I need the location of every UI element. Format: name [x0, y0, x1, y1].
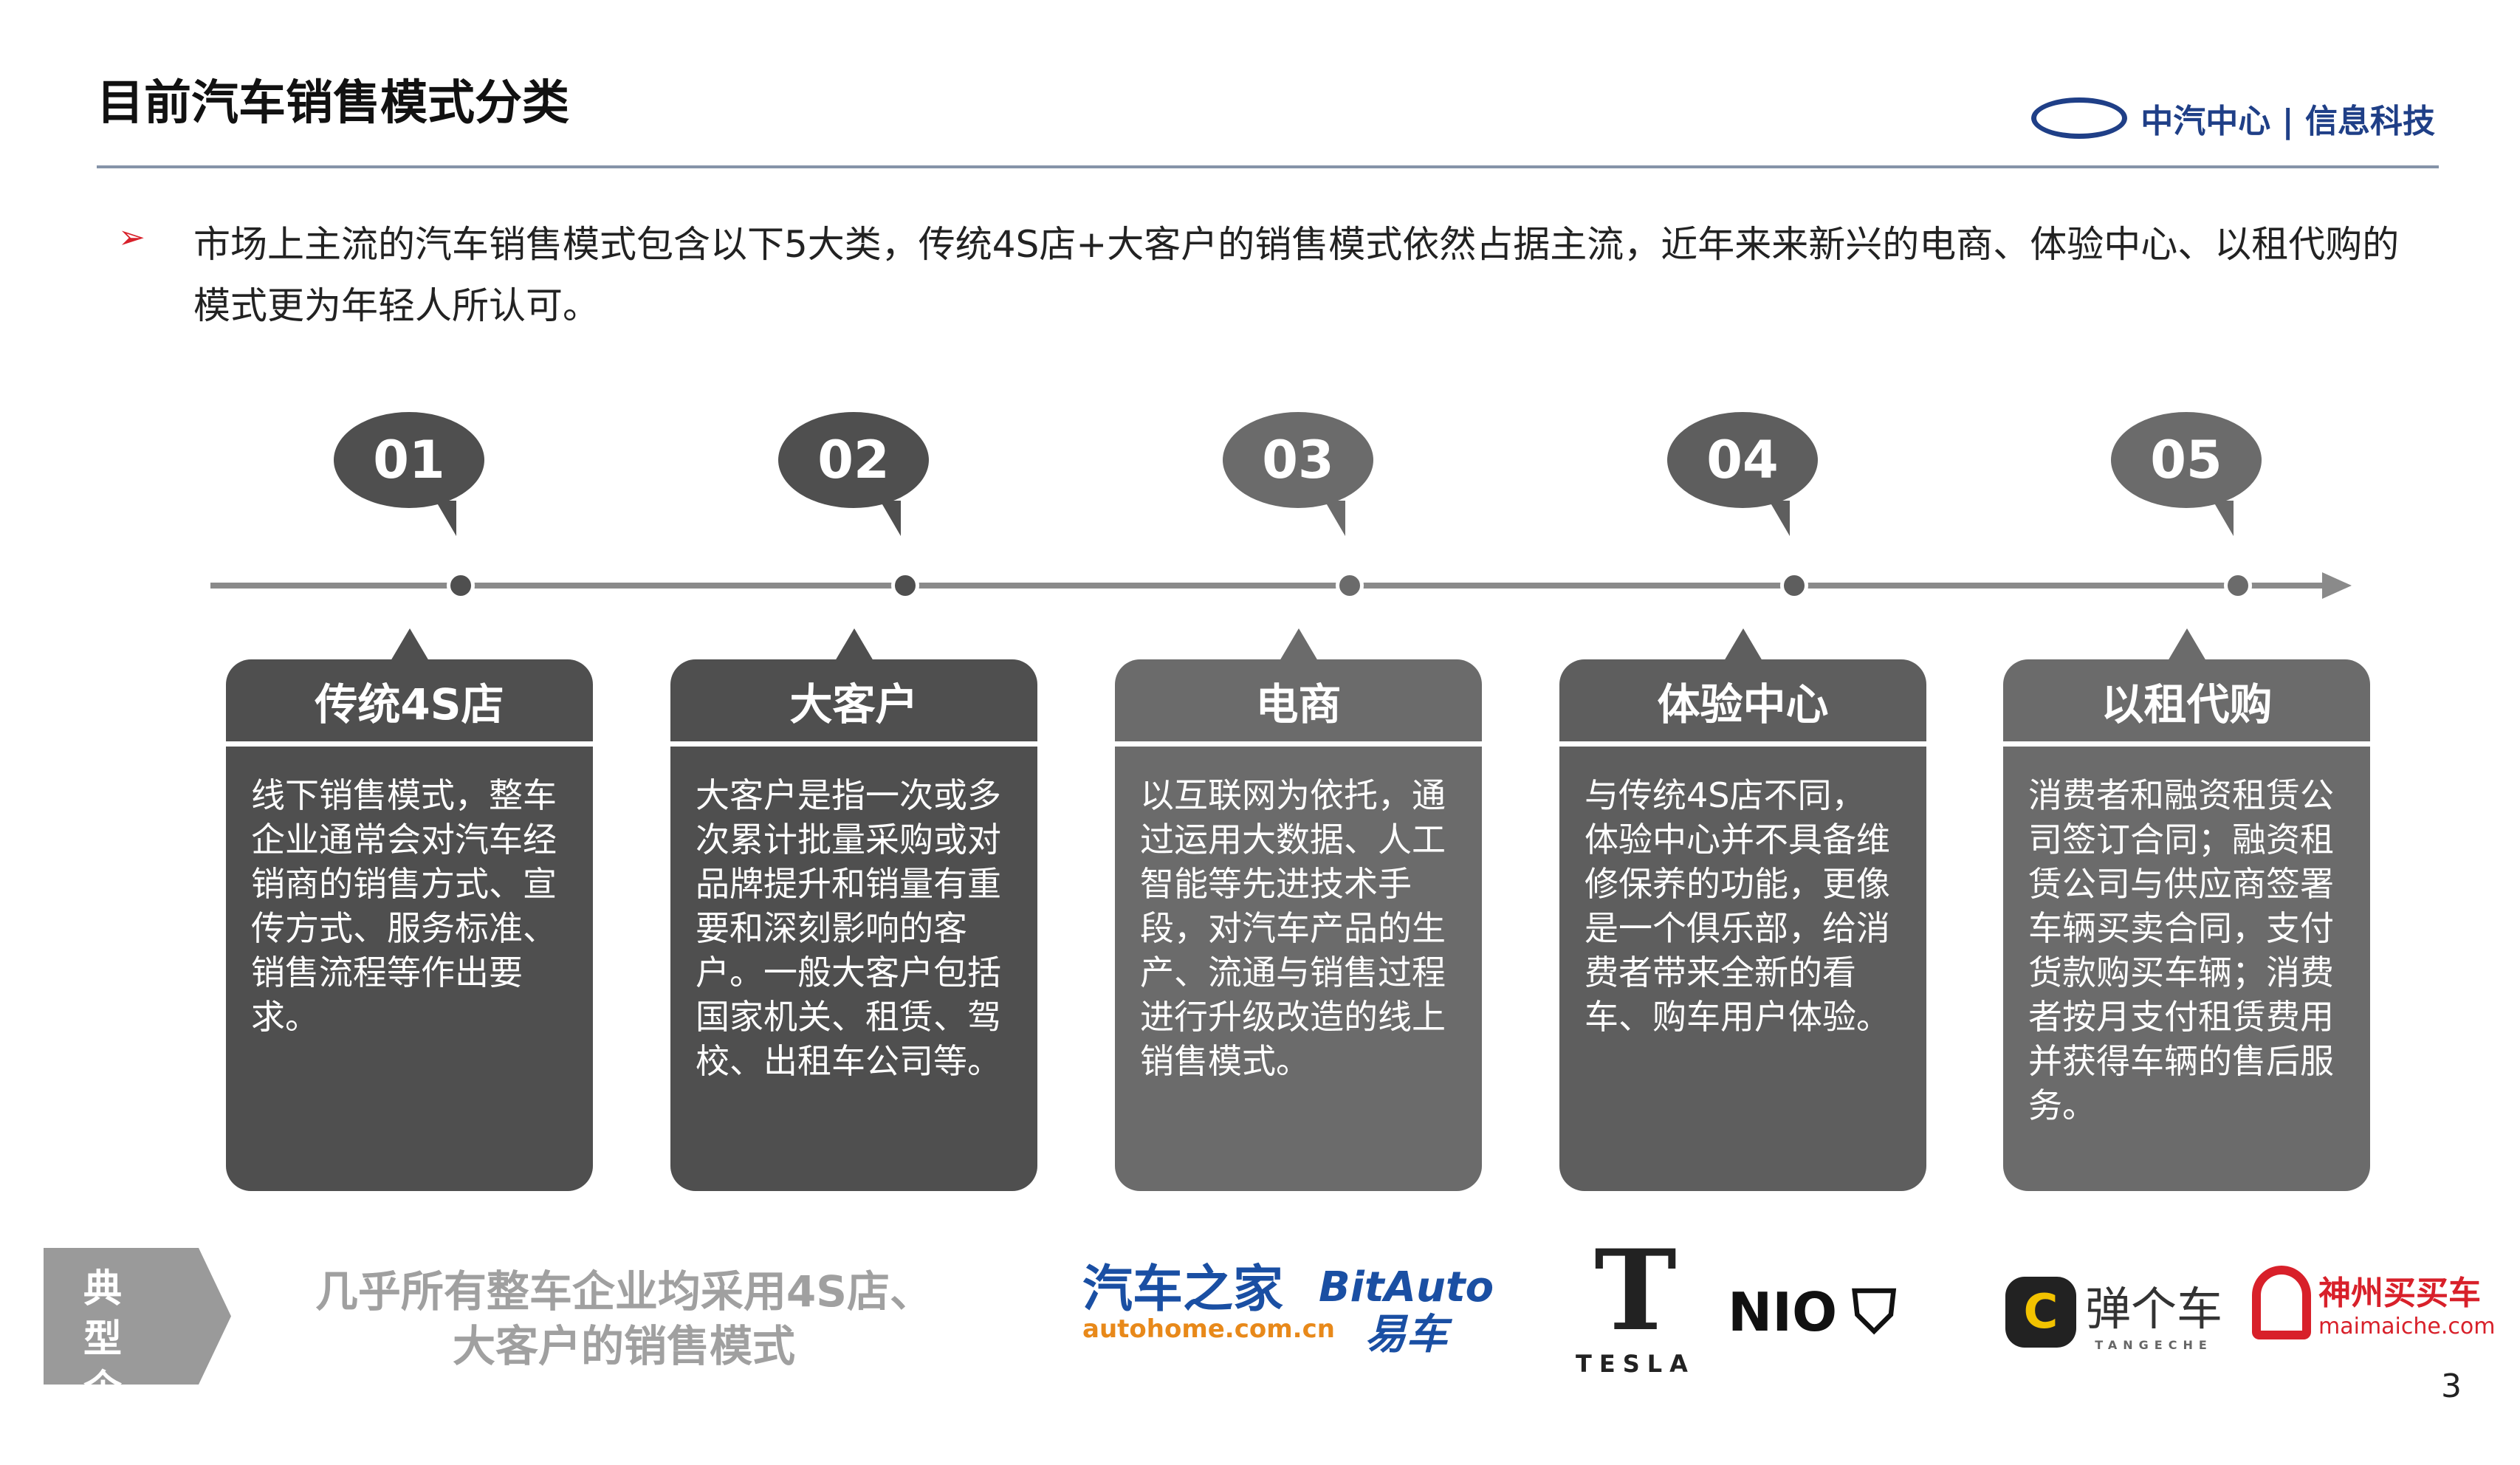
step-number-bubble: 02 [778, 412, 929, 536]
step-description: 与传统4S店不同，体验中心并不具备维修保养的功能，更像是一个俱乐部，给消费者带来… [1585, 775, 1890, 1037]
tangeche-logo: C 弹个车 TANGECHE [2005, 1272, 2222, 1352]
timeline-dot [1336, 572, 1364, 600]
red-arrow-bullet-icon: ➢ [118, 219, 145, 256]
tesla-t-icon: T [1594, 1226, 1677, 1356]
step-title: 体验中心 [1559, 659, 1926, 747]
step-card: 以租代购 消费者和融资租赁公司签订合同；融资租赁公司与供应商签署车辆买卖合同，支… [2003, 628, 2370, 1191]
page-title: 目前汽车销售模式分类 [97, 76, 569, 131]
maimaiche-name: 神州买买车 [2318, 1274, 2481, 1312]
step-card: 体验中心 与传统4S店不同，体验中心并不具备维修保养的功能，更像是一个俱乐部，给… [1559, 628, 1926, 1191]
step-description: 线下销售模式，整车企业通常会对汽车经销商的销售方式、宣传方式、服务标准、销售流程… [251, 775, 557, 1037]
maimaiche-mark-icon [2252, 1266, 2311, 1339]
typical-companies-tag: 典型企业 [44, 1248, 231, 1385]
nio-logo: NIO ⛉ [1728, 1277, 1896, 1347]
step-number: 05 [2150, 430, 2222, 490]
step-title: 电商 [1115, 659, 1482, 747]
tangeche-en: TANGECHE [2095, 1338, 2213, 1352]
step-card: 大客户 大客户是指一次或多次累计批量采购或对品牌提升和销量有重要和深刻影响的客户… [670, 628, 1037, 1191]
maimaiche-text: 神州买买车 maimaiche.com [2318, 1266, 2495, 1339]
timeline-line [210, 583, 2330, 589]
timeline-dot [891, 572, 919, 600]
step-title: 传统4S店 [226, 659, 593, 747]
step-number: 01 [373, 430, 445, 490]
step-number: 03 [1262, 430, 1334, 490]
company-logo: 中汽中心 | 信息科技 [2031, 95, 2435, 142]
header-divider [97, 165, 2439, 168]
step-description: 以互联网为依托，通过运用大数据、人工智能等先进技术手段，对汽车产品的生产、流通与… [1140, 775, 1446, 1081]
bitauto-name: BitAuto [1319, 1263, 1494, 1311]
step-card: 电商 以互联网为依托，通过运用大数据、人工智能等先进技术手段，对汽车产品的生产、… [1115, 628, 1482, 1191]
step-number-bubble: 04 [1667, 412, 1818, 536]
timeline-dot [1780, 572, 1808, 600]
step-card: 传统4S店 线下销售模式，整车企业通常会对汽车经销商的销售方式、宣传方式、服务标… [226, 628, 593, 1191]
step-description: 大客户是指一次或多次累计批量采购或对品牌提升和销量有重要和深刻影响的客户。一般大… [696, 775, 1001, 1081]
autohome-url: autohome.com.cn [1082, 1314, 1335, 1344]
tesla-name: TESLA [1576, 1350, 1695, 1378]
tangeche-mark-icon: C [2005, 1276, 2076, 1348]
step-title: 大客户 [670, 659, 1037, 747]
bitauto-logo: BitAuto 易车 [1319, 1264, 1494, 1359]
tangeche-name: 弹个车 [2085, 1282, 2223, 1336]
step-title: 以租代购 [2003, 659, 2370, 747]
timeline-dot [447, 572, 475, 600]
step-number: 02 [817, 430, 890, 490]
autohome-logo: 汽车之家 autohome.com.cn [1082, 1260, 1335, 1344]
step-number-bubble: 01 [334, 412, 484, 536]
timeline-dot [2224, 572, 2252, 600]
maimaiche-logo: 神州买买车 maimaiche.com [2252, 1266, 2495, 1339]
footer-note: 几乎所有整车企业均采用4S店、大客户的销售模式 [315, 1266, 933, 1371]
step-description: 消费者和融资租赁公司签订合同；融资租赁公司与供应商签署车辆买卖合同，支付货款购买… [2028, 775, 2334, 1125]
page-number: 3 [2441, 1368, 2462, 1405]
maimaiche-url: maimaiche.com [2318, 1313, 2496, 1339]
nio-mark-icon: ⛉ [1852, 1277, 1897, 1346]
bitauto-cn: 易车 [1364, 1311, 1448, 1359]
logo-mark-icon [2031, 97, 2128, 139]
intro-text: 市场上主流的汽车销售模式包含以下5大类，传统4S店+大客户的销售模式依然占据主流… [193, 223, 2400, 327]
autohome-name: 汽车之家 [1082, 1260, 1284, 1319]
step-number: 04 [1706, 430, 1779, 490]
tangeche-text: 弹个车 TANGECHE [2085, 1272, 2222, 1352]
nio-name: NIO [1728, 1281, 1838, 1343]
step-number-bubble: 03 [1223, 412, 1373, 536]
logo-text: 中汽中心 | 信息科技 [2140, 103, 2435, 140]
timeline-arrow-icon [2322, 572, 2352, 599]
tesla-logo: T TESLA [1565, 1232, 1706, 1378]
step-number-bubble: 05 [2111, 412, 2262, 536]
